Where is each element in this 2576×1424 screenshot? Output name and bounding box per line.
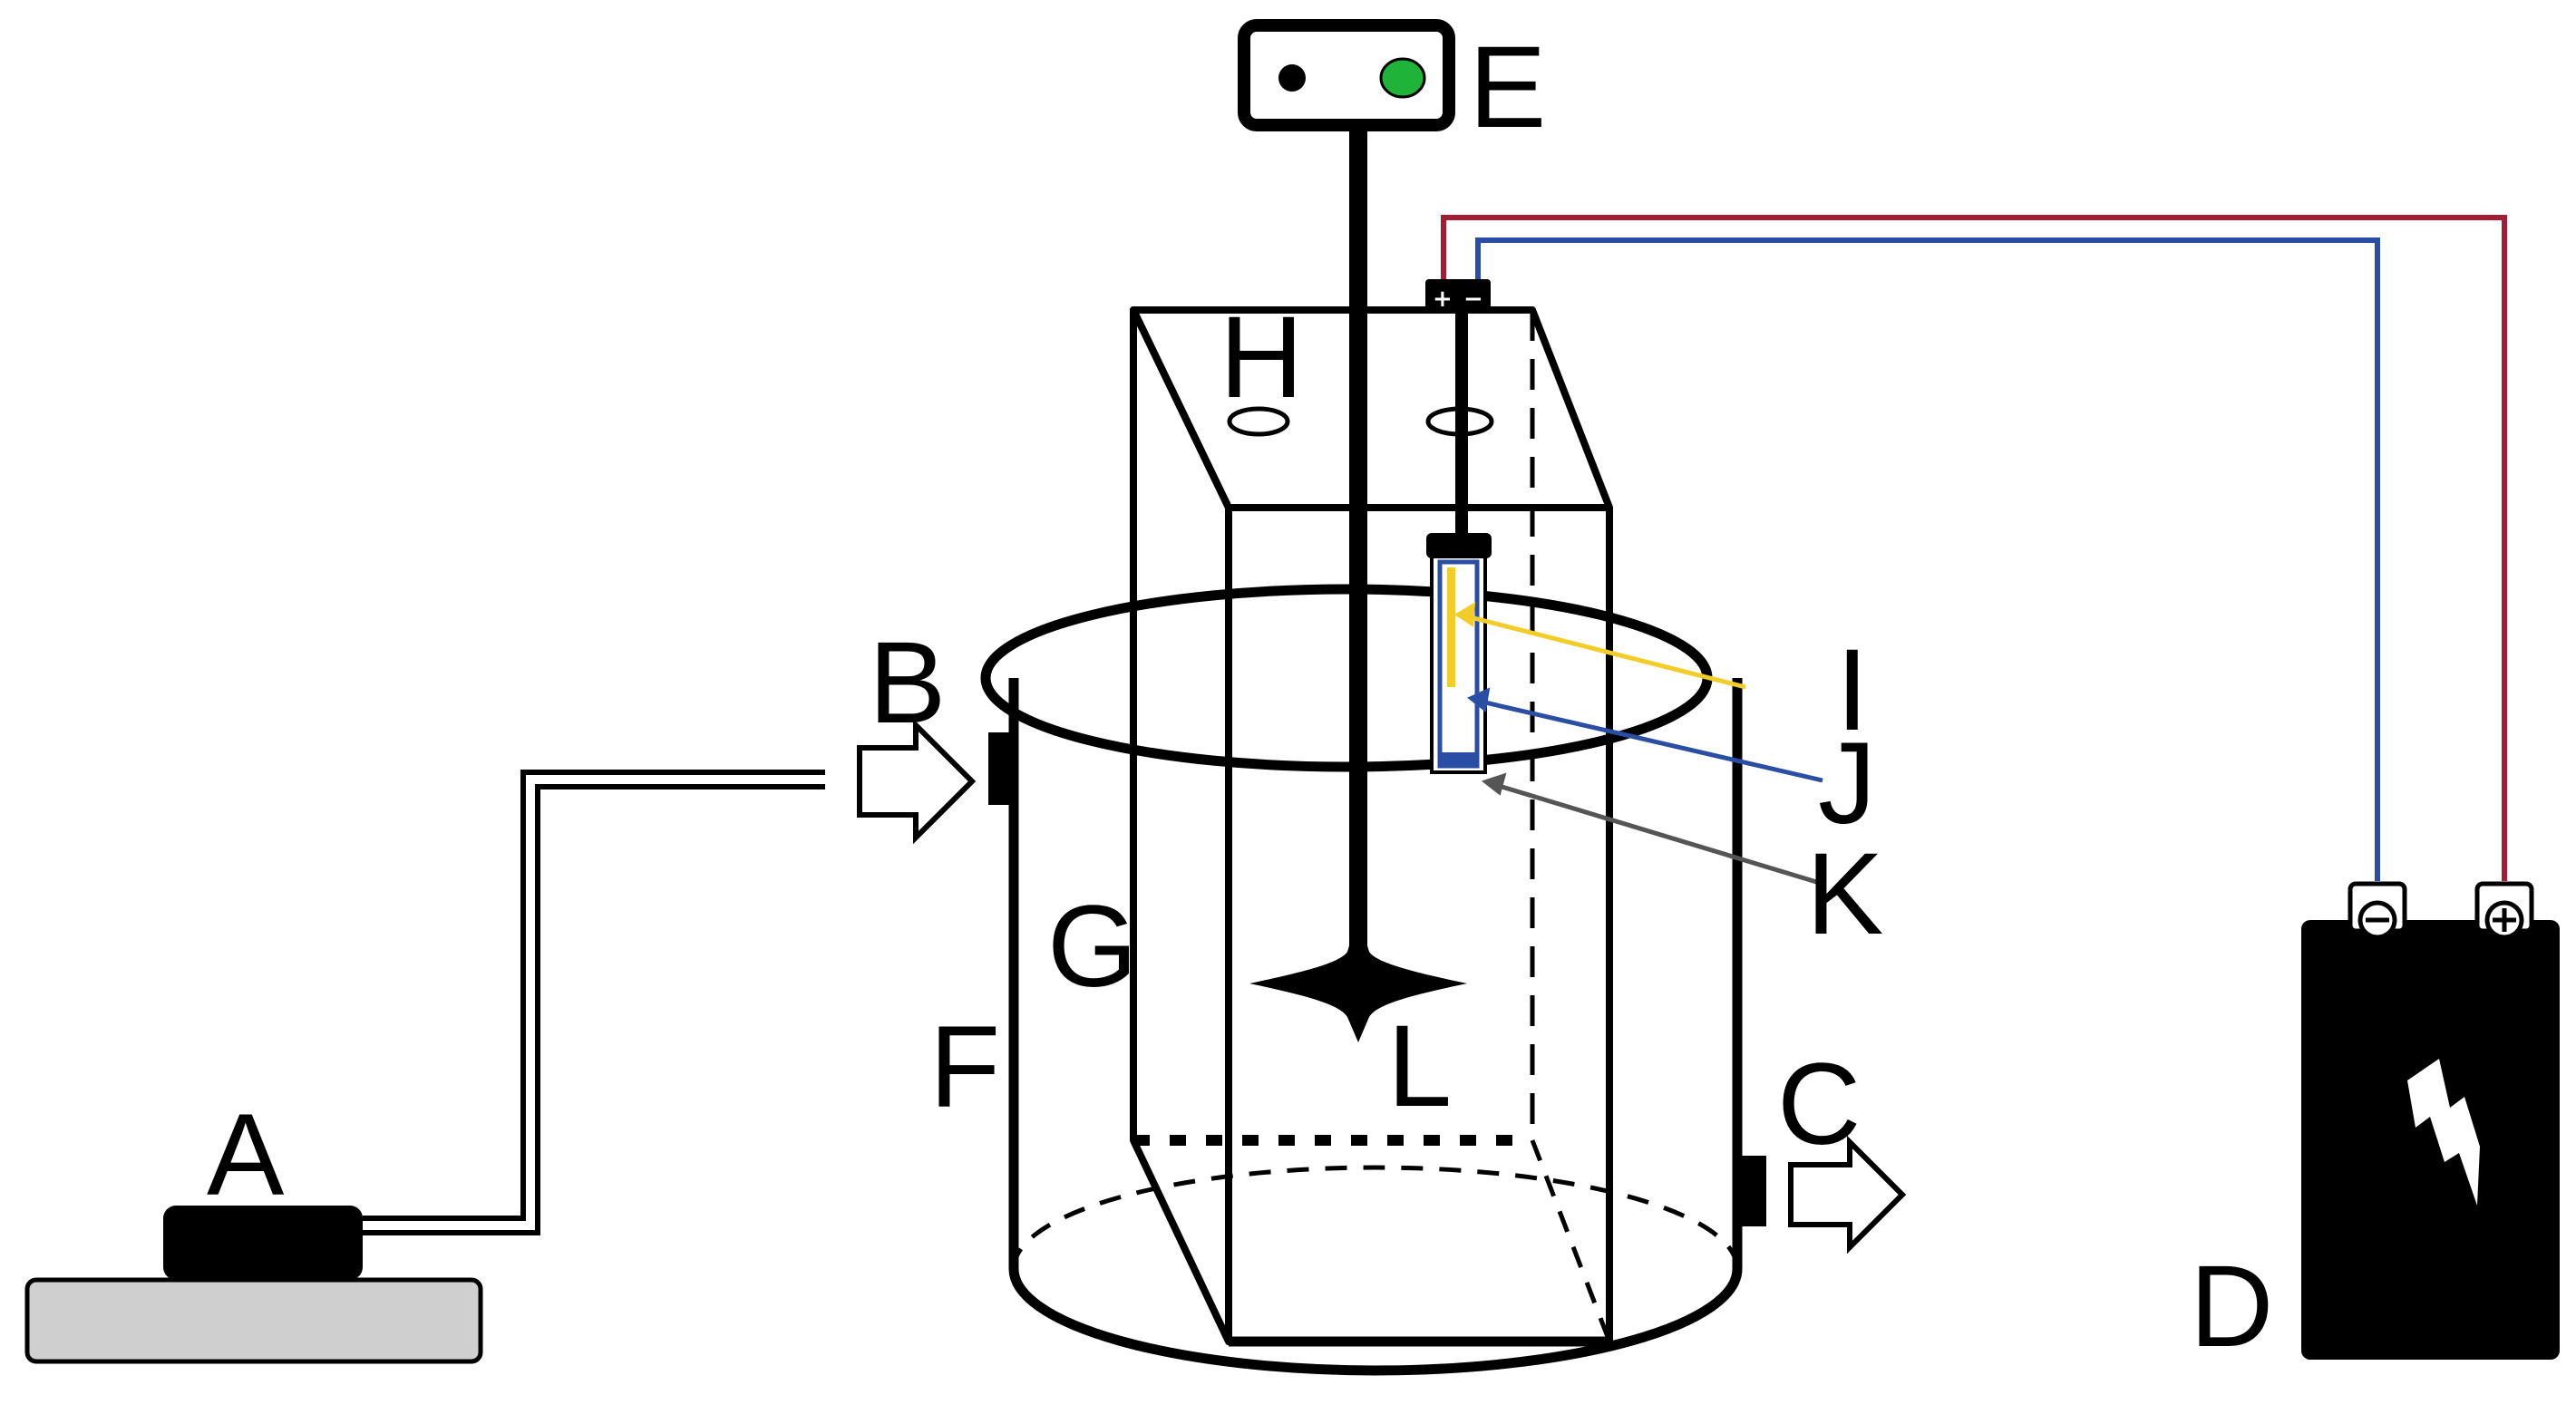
device-a-body bbox=[163, 1206, 363, 1280]
label-g: G bbox=[1047, 882, 1138, 1012]
device-a-base bbox=[24, 1277, 483, 1364]
outer-vessel-rim bbox=[980, 584, 1713, 772]
label-f: F bbox=[929, 1003, 1000, 1132]
label-l: L bbox=[1387, 1002, 1452, 1131]
label-b: B bbox=[869, 618, 946, 748]
inlet-tube bbox=[363, 770, 825, 1235]
label-c: C bbox=[1777, 1040, 1861, 1169]
outlet-port bbox=[1739, 1156, 1766, 1226]
label-e: E bbox=[1469, 23, 1546, 152]
electrode-inner bbox=[1437, 559, 1480, 769]
outlet-arrow bbox=[1788, 1135, 1907, 1254]
power-supply-body bbox=[2301, 920, 2560, 1360]
lid-terminal-minus: − bbox=[1463, 286, 1483, 313]
motor-e-dot bbox=[1278, 64, 1306, 92]
device-a bbox=[24, 1206, 483, 1364]
leader-j bbox=[1473, 697, 1823, 783]
electrode-cap bbox=[1426, 533, 1492, 558]
stirrer bbox=[1238, 19, 1467, 1042]
label-h: H bbox=[1220, 293, 1303, 422]
electrode-base bbox=[1440, 752, 1477, 765]
motor-e-box bbox=[1238, 19, 1455, 131]
outer-vessel bbox=[980, 584, 1743, 1376]
lid-opening-left bbox=[1227, 406, 1290, 437]
label-i: I bbox=[1836, 625, 1869, 755]
red-wire bbox=[1441, 215, 2507, 881]
leader-k bbox=[1486, 780, 1823, 886]
label-j: J bbox=[1818, 719, 1876, 848]
electrode-assembly bbox=[1426, 533, 1492, 774]
leader-lines bbox=[1454, 602, 1823, 886]
blue-wire bbox=[1475, 237, 2380, 881]
motor-e-led bbox=[1379, 57, 1426, 99]
label-k: K bbox=[1806, 829, 1883, 959]
label-a: A bbox=[207, 1090, 285, 1220]
power-supply-d bbox=[2301, 881, 2560, 1360]
label-d: D bbox=[2190, 1242, 2273, 1371]
lid-terminal-block bbox=[1425, 279, 1491, 314]
inlet-arrow bbox=[857, 718, 977, 845]
inner-box bbox=[1130, 306, 1613, 1347]
electrode-wire bbox=[1447, 567, 1455, 687]
lid-terminal-plus: + bbox=[1433, 286, 1453, 313]
lightning-bolt-icon bbox=[2407, 1059, 2480, 1206]
leader-i bbox=[1459, 612, 1746, 690]
impeller-l bbox=[1249, 915, 1467, 1042]
power-wires bbox=[1441, 215, 2507, 881]
